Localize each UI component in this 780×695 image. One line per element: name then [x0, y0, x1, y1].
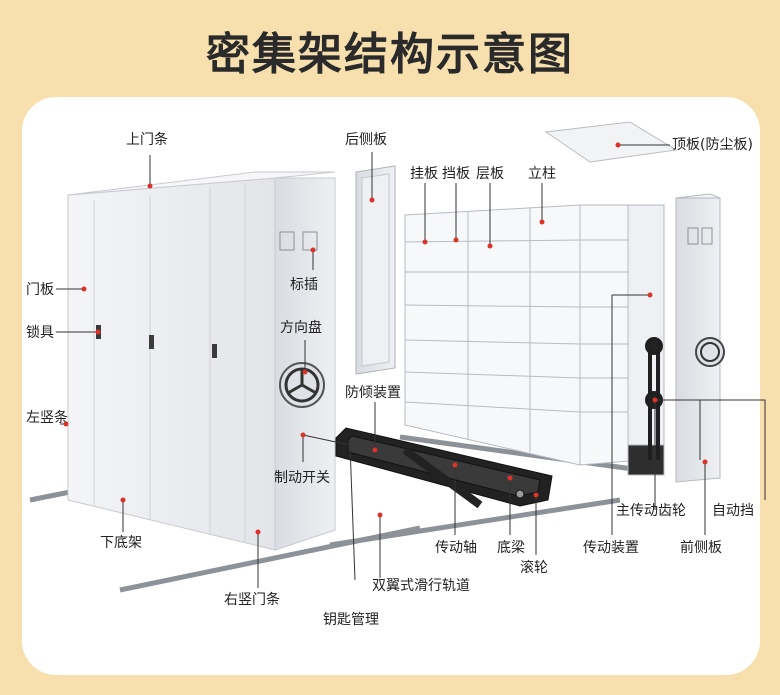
label-slot-icon: [279, 231, 295, 251]
drive-device-graphic: [645, 337, 663, 460]
label-lock: 锁具: [26, 325, 54, 341]
label-door-panel: 门板: [26, 282, 54, 298]
open-shelving: [404, 204, 665, 476]
marker-dots: [63, 142, 708, 535]
label-upper-door-strip: 上门条: [126, 132, 168, 148]
label-anti-tilt-device: 防倾装置: [345, 385, 401, 401]
label-column: 立柱: [528, 166, 556, 182]
label-drive-device: 传动装置: [583, 540, 639, 556]
label-right-vertical-door-strip: 右竖门条: [224, 592, 280, 608]
label-hanging-panel: 挂板: [410, 166, 438, 182]
base-frame-graphic: [335, 427, 553, 509]
back-side-panel-graphic: [355, 165, 396, 375]
label-roller: 滚轮: [520, 560, 548, 576]
label-back-side-panel: 后侧板: [345, 132, 387, 148]
front-side-panel-graphic: [675, 193, 725, 483]
label-front-side-panel: 前侧板: [680, 540, 722, 556]
label-label-slot: 标插: [290, 277, 318, 293]
label-steering-wheel: 方向盘: [280, 320, 322, 336]
label-auto-stop: 自动挡: [712, 503, 754, 519]
page-title: 密集架结构示意图: [206, 29, 574, 80]
label-shelf-layer: 层板: [476, 166, 504, 182]
label-brake-switch: 制动开关: [274, 470, 330, 486]
label-lower-base-frame: 下底架: [100, 535, 142, 551]
label-base-beam: 底梁: [497, 540, 525, 556]
label-drive-shaft: 传动轴: [435, 540, 477, 556]
top-panel-graphic: [544, 121, 678, 163]
label-left-vertical-strip: 左竖条: [26, 410, 68, 426]
label-key-tube: 钥匙管理: [323, 612, 379, 628]
steering-wheel-icon: [279, 362, 325, 408]
label-baffle: 挡板: [442, 166, 470, 182]
label-main-drive-gear: 主传动齿轮: [616, 503, 686, 519]
label-double-rail: 双翼式滑行轨道: [372, 578, 470, 594]
label-top-panel: 顶板(防尘板): [672, 137, 753, 153]
cabinet-unit: [67, 171, 336, 551]
leader-lines: [56, 144, 766, 588]
